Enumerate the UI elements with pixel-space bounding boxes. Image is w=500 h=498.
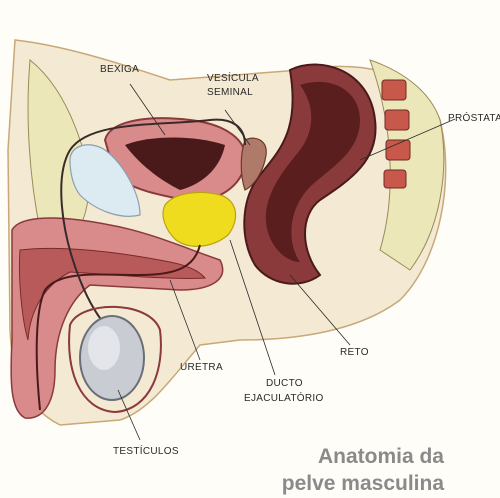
testis-highlight xyxy=(88,326,120,370)
label-vesicula-line1: VESÍCULA xyxy=(207,73,259,85)
label-uretra: URETRA xyxy=(180,362,223,374)
label-prostata: PRÓSTATA xyxy=(448,113,500,125)
label-reto: RETO xyxy=(340,347,369,359)
label-ducto-line1: DUCTO xyxy=(266,378,303,390)
label-bexiga: BEXIGA xyxy=(100,64,139,76)
vertebra xyxy=(384,170,406,188)
label-testiculos: TESTÍCULOS xyxy=(113,446,179,458)
title-line2: pelve masculina xyxy=(282,472,444,496)
label-ducto-line2: EJACULATÓRIO xyxy=(244,393,324,405)
label-vesicula-line2: SEMINAL xyxy=(207,87,253,99)
vertebra xyxy=(382,80,406,100)
vertebra xyxy=(385,110,409,130)
vertebra xyxy=(386,140,410,160)
title-line1: Anatomia da xyxy=(318,445,444,469)
